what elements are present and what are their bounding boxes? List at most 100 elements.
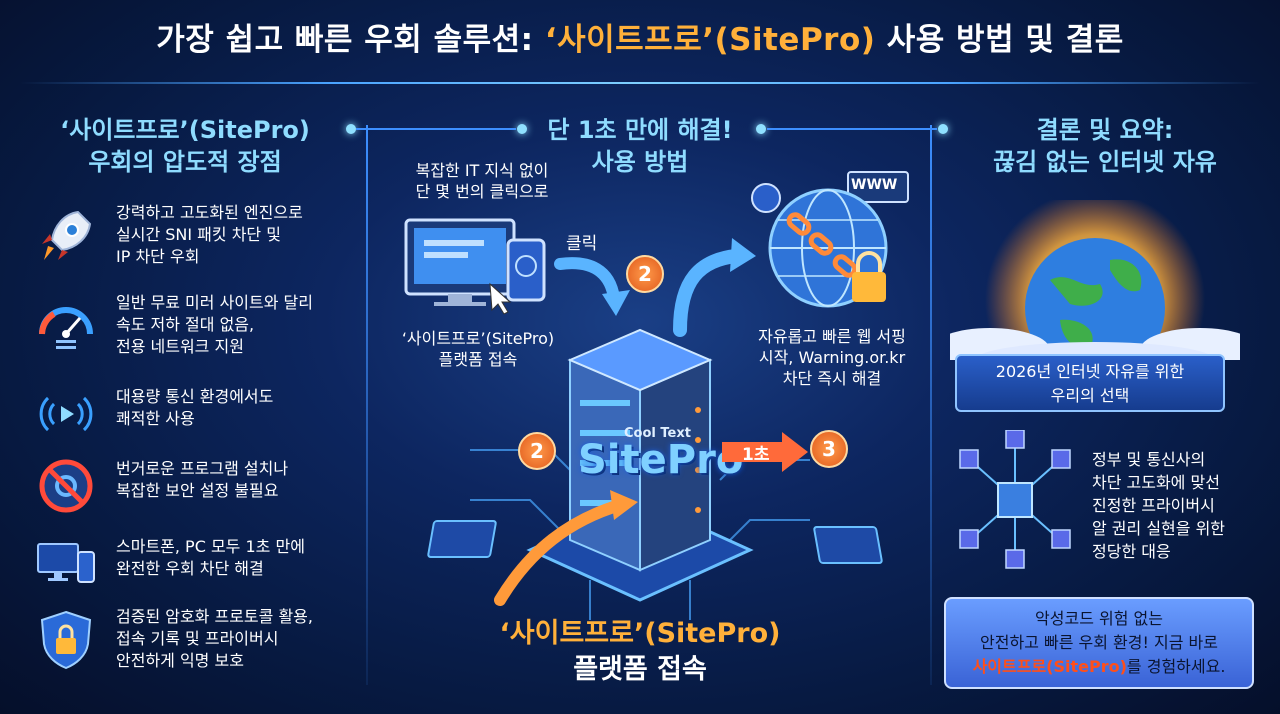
feature-text: 번거로운 프로그램 설치나 복잡한 보안 설정 불필요 [116,458,288,502]
bottom-label-line1: ‘사이트프로’(SitePro) [499,618,781,649]
right-heading-line2: 끊김 없는 인터넷 자유 [993,148,1217,176]
ribbon-line: 우리의 선택 [1050,386,1130,405]
click-label: 클릭 [566,234,598,254]
step3-line: 자유롭고 빠른 웹 서핑 [758,327,906,346]
feature-line: 대용량 통신 환경에서도 [116,387,274,406]
feature-line: IP 차단 우회 [116,247,200,266]
bottom-label-line2: 플랫폼 접속 [573,654,707,685]
right-heading: 결론 및 요약: 끊김 없는 인터넷 자유 [945,114,1265,178]
feature-item: 대용량 통신 환경에서도 쾌적한 사용 [34,378,364,448]
rocket-icon [34,204,98,268]
feature-item: 일반 무료 미러 사이트와 달리 속도 저하 절대 없음, 전용 네트워크 지원 [34,290,364,360]
conclusion-line: 알 권리 실현을 위한 [1092,519,1226,538]
feature-line: 속도 저하 절대 없음, [116,315,255,334]
left-heading-line1: ‘사이트프로’(SitePro) [60,116,310,144]
divider-dot [756,124,766,134]
feature-item: 강력하고 고도화된 엔진으로 실시간 SNI 패킷 차단 및 IP 차단 우회 [34,200,364,270]
one-second-label: 1초 [742,445,770,465]
signal-play-icon [34,382,98,446]
step-badge-3: 3 [810,430,848,468]
title-highlight: ‘사이트프로’(SitePro) [544,22,876,58]
step1-line: 플랫폼 접속 [438,350,518,369]
conclusion-line: 진정한 프라이버시 [1092,496,1215,515]
step3-line: 차단 즉시 해결 [782,369,882,388]
server-small-label: Cool Text [624,426,691,441]
cta-line: 안전하고 빠른 우회 환경! 지금 바로 [980,633,1218,652]
feature-line: 전용 네트워크 지원 [116,337,244,356]
feature-line: 접속 기록 및 프라이버시 [116,629,279,648]
left-heading: ‘사이트프로’(SitePro) 우회의 압도적 장점 [30,114,340,178]
feature-text: 강력하고 고도화된 엔진으로 실시간 SNI 패킷 차단 및 IP 차단 우회 [116,202,303,268]
side-block-left [426,520,498,558]
www-label: WWW [851,177,898,193]
middle-heading: 단 1초 만에 해결! 사용 방법 [500,114,780,178]
step-badge-2: 2 [626,255,664,293]
feature-text: 일반 무료 미러 사이트와 달리 속도 저하 절대 없음, 전용 네트워크 지원 [116,292,313,358]
feature-line: 검증된 암호화 프로토콜 활용, [116,607,313,626]
middle-heading-line2: 사용 방법 [591,148,689,176]
feature-item: 스마트폰, PC 모두 1초 만에 완전한 우회 차단 해결 [34,528,364,598]
step-badge-2b: 2 [518,432,556,470]
feature-line: 번거로운 프로그램 설치나 [116,459,289,478]
title-text-post: 사용 방법 및 결론 [875,22,1124,58]
feature-line: 스마트폰, PC 모두 1초 만에 [116,537,305,556]
title-text-pre: 가장 쉽고 빠른 우회 솔루션: [156,22,545,58]
divider-line [356,128,516,130]
shield-lock-icon [34,608,98,672]
feature-line: 쾌적한 사용 [116,409,195,428]
devices-icon [34,532,98,596]
divider-dot [517,124,527,134]
right-column-divider [930,125,932,685]
intro-line: 단 몇 번의 클릭으로 [415,182,549,201]
divider-line [767,128,937,130]
network-cube-illustration [959,430,1071,569]
conclusion-line: 차단 고도화에 맞선 [1092,473,1220,492]
feature-text: 검증된 암호화 프로토콜 활용, 접속 기록 및 프라이버시 안전하게 익명 보… [116,606,313,672]
divider-dot [346,124,356,134]
step3-text: 자유롭고 빠른 웹 서핑 시작, Warning.or.kr 차단 즉시 해결 [732,326,932,389]
cta-highlight: 사이트프로(SitePro) [972,657,1127,676]
conclusion-line: 정부 및 통신사의 [1092,450,1206,469]
side-block-right [812,526,884,564]
left-heading-line2: 우회의 압도적 장점 [88,148,282,176]
globe-chain-illustration [751,171,909,308]
cta-box: 악성코드 위험 없는 안전하고 빠른 우회 환경! 지금 바로 사이트프로(Si… [944,597,1254,689]
no-install-icon [34,454,98,518]
feature-line: 안전하게 익명 보호 [116,651,244,670]
conclusion-text: 정부 및 통신사의 차단 고도화에 맞선 진정한 프라이버시 알 권리 실현을 … [1092,448,1225,563]
one-second-arrow [722,432,808,472]
step3-line: 시작, Warning.or.kr [758,348,906,367]
conclusion-line: 정당한 대응 [1092,542,1171,561]
conclusion-ribbon: 2026년 인터넷 자유를 위한 우리의 선택 [955,354,1225,412]
feature-line: 복잡한 보안 설정 불필요 [116,481,279,500]
speedometer-icon [34,294,98,358]
feature-line: 실시간 SNI 패킷 차단 및 [116,225,281,244]
monitor-phone-illustration [404,218,546,315]
feature-line: 일반 무료 미러 사이트와 달리 [116,293,313,312]
bottom-label: ‘사이트프로’(SitePro) 플랫폼 접속 [470,616,810,688]
intro-line: 복잡한 IT 지식 없이 [415,161,549,180]
sitepro-logo: SitePro [578,437,744,483]
feature-line: 강력하고 고도화된 엔진으로 [116,203,303,222]
step1-line: ‘사이트프로’(SitePro) [401,329,555,348]
flow-arrows [554,238,756,337]
feature-item: 번거로운 프로그램 설치나 복잡한 보안 설정 불필요 [34,450,364,520]
title-divider [20,82,1260,84]
feature-line: 완전한 우회 차단 해결 [116,559,264,578]
feature-text: 스마트폰, PC 모두 1초 만에 완전한 우회 차단 해결 [116,536,305,580]
cta-line: 악성코드 위험 없는 [1035,609,1163,628]
cta-tail: 를 경험하세요. [1126,657,1226,676]
earth-illustration [950,200,1240,360]
middle-heading-line1: 단 1초 만에 해결! [547,116,733,144]
page-title: 가장 쉽고 빠른 우회 솔루션: ‘사이트프로’(SitePro) 사용 방법 … [0,14,1280,59]
divider-dot [938,124,948,134]
feature-item: 검증된 암호화 프로토콜 활용, 접속 기록 및 프라이버시 안전하게 익명 보… [34,604,364,674]
server-illustration [470,328,810,620]
cta-line: 사이트프로(SitePro)를 경험하세요. [946,655,1252,679]
feature-text: 대용량 통신 환경에서도 쾌적한 사용 [116,386,273,430]
left-column-divider [366,125,368,685]
ribbon-line: 2026년 인터넷 자유를 위한 [995,362,1185,381]
intro-text: 복잡한 IT 지식 없이 단 몇 번의 클릭으로 [392,160,572,202]
step1-text: ‘사이트프로’(SitePro) 플랫폼 접속 [388,328,568,370]
